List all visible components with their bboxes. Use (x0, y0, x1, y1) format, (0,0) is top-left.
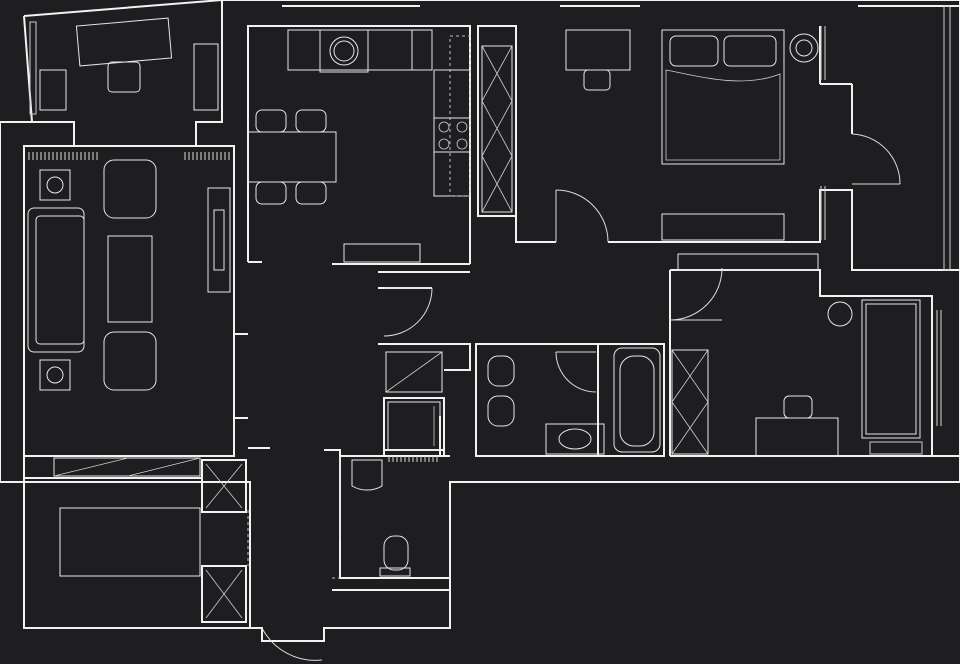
radiators (28, 5, 951, 462)
furniture (27, 17, 921, 619)
doors (247, 133, 901, 661)
walls (0, 0, 960, 642)
